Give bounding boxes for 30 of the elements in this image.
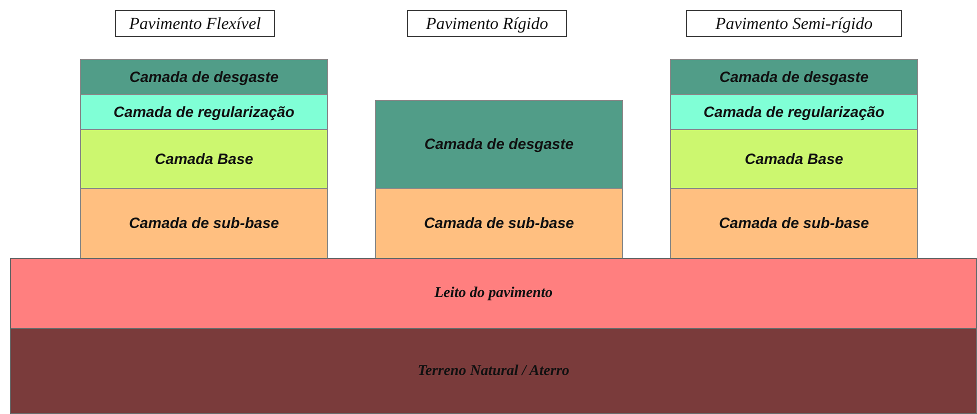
layer-label: Terreno Natural / Aterro: [418, 362, 570, 380]
pavement-layer: [670, 129, 918, 189]
layer-label: Camada de desgaste: [129, 68, 279, 86]
pavement-layer: [670, 59, 918, 95]
layer-label: Camada de sub-base: [424, 215, 574, 232]
ground-layer: [10, 258, 977, 329]
pavement-layer: [80, 94, 328, 130]
pavement-type-title: Pavimento Rígido: [426, 14, 548, 34]
pavement-type-title: Pavimento Flexível: [129, 14, 261, 34]
pavement-layer: [375, 100, 623, 189]
layer-label: Camada de desgaste: [719, 68, 869, 86]
pavement-layer: [80, 188, 328, 259]
layer-label: Camada de sub-base: [128, 215, 280, 232]
title-frame: [407, 10, 567, 37]
layer-label: Camada de regularização: [704, 104, 884, 120]
layer-label: Camada de desgaste: [424, 136, 574, 153]
pavement-layer: [375, 188, 623, 259]
title-frame: [115, 10, 275, 37]
title-frame: [686, 10, 902, 37]
pavement-layer: [670, 188, 918, 259]
layer-label: Camada de regularização: [114, 104, 294, 120]
layer-label: Camada de sub-base: [718, 215, 870, 232]
layer-label: Camada Base: [154, 150, 254, 168]
layer-label: Leito do pavimento: [434, 285, 553, 302]
ground-layer: [10, 328, 977, 414]
pavement-layer: [80, 129, 328, 189]
layer-label: Camada Base: [744, 150, 844, 168]
pavement-layer: [80, 59, 328, 95]
pavement-type-title: Pavimento Semi-rígido: [715, 14, 873, 34]
pavement-layer: [670, 94, 918, 130]
